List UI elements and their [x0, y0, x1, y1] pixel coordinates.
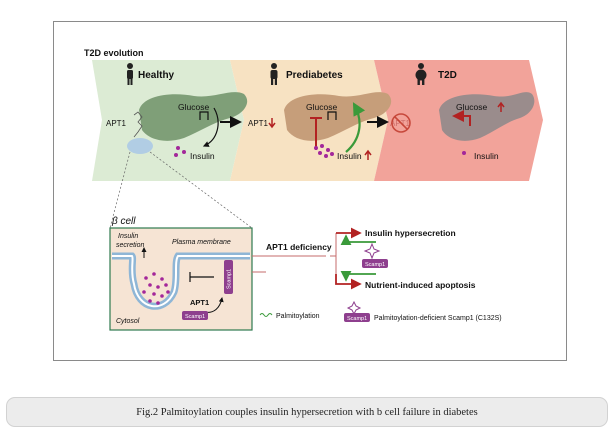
- inhibition-red-icon: [310, 117, 322, 150]
- insulin-granules: [314, 144, 334, 158]
- apoptosis-green-arrow-icon: [340, 271, 376, 282]
- caption-box: Fig.2 Palmitoylation couples insulin hyp…: [6, 397, 608, 427]
- figure-diagram: T2D evolution Healthy Glucose APT1 Insul…: [84, 48, 543, 331]
- apoptosis-red-arrow-icon: [335, 274, 362, 290]
- apt1-label: APT1: [390, 119, 411, 128]
- legend-scamp1-label: Scamp1: [347, 316, 367, 322]
- evolution-title: T2D evolution: [84, 48, 144, 58]
- enhancement-green-arrow-icon: [345, 102, 366, 153]
- branch-bracket: [330, 233, 337, 274]
- legend-palmitoylation: Palmitoylation: [276, 313, 320, 320]
- inhibition-icon: [189, 272, 214, 282]
- legend: Palmitoylation Scamp1 Palmitoylation-def…: [259, 300, 502, 322]
- apt1-label: APT1: [106, 119, 127, 128]
- glucose-label: Glucose: [456, 102, 487, 112]
- glucose-red-arrow-icon: [452, 110, 471, 126]
- hypersecretion-green-arrow-icon: [340, 234, 376, 245]
- scamp1-membrane-icon: [224, 260, 233, 294]
- glucose-label: Glucose: [178, 102, 209, 112]
- up-arrow-icon: [497, 101, 505, 112]
- glucose-label: Glucose: [306, 102, 337, 112]
- insulin-granules: [174, 146, 186, 157]
- stage-t2d: T2D Glucose APT1 Insulin: [390, 63, 535, 161]
- insulin-label: Insulin: [474, 151, 499, 161]
- insulin-secretion-label-1: Insulin: [118, 233, 138, 240]
- glucose-bracket: [327, 111, 337, 120]
- down-arrow-icon: [268, 118, 276, 129]
- insulin-secretion-label-2: secretion: [116, 242, 145, 249]
- beta-cell-origin: [127, 138, 153, 154]
- person-icon: [127, 63, 133, 85]
- scamp1-outcome-icon: [362, 259, 388, 268]
- apoptosis-label: Nutrient-induced apoptosis: [365, 280, 476, 290]
- palmitoylation-wave-icon: [259, 313, 273, 317]
- insulin-granules: [462, 151, 466, 155]
- apt1-label: APT1: [190, 298, 209, 307]
- sparkle-icon: [346, 300, 362, 316]
- stage-label-prediabetes: Prediabetes: [286, 70, 343, 81]
- scamp1-label: Scamp1: [185, 314, 205, 320]
- figure-frame: T2D evolution Healthy Glucose APT1 Insul…: [53, 21, 567, 361]
- stage-healthy: Healthy Glucose APT1 Insulin: [106, 63, 248, 161]
- zoom-line-left: [109, 151, 131, 229]
- scamp1-legend-icon: [344, 313, 370, 322]
- plasma-membrane-label: Plasma membrane: [172, 239, 231, 246]
- sparkle-icon: [363, 242, 381, 260]
- person-icon: [415, 63, 427, 85]
- feedback-loop: [202, 107, 219, 147]
- apt1-deficiency-label: APT1 deficiency: [266, 242, 332, 252]
- pancreas-icon: [139, 92, 248, 141]
- zoom-line-right: [149, 151, 253, 229]
- legend-deficient: Palmitoylation-deficient Scamp1 (C132S): [374, 315, 502, 322]
- up-arrow-icon: [364, 149, 372, 160]
- insulin-label: Insulin: [190, 151, 215, 161]
- scamp1-outcome-label: Scamp1: [365, 262, 385, 268]
- prohibited-icon: [391, 113, 411, 133]
- scamp1-vertical-label: Scamp1: [227, 269, 233, 289]
- cytosol-label: Cytosol: [116, 318, 140, 325]
- hypersecretion-label: Insulin hypersecretion: [365, 228, 456, 238]
- insulin-label: Insulin: [337, 151, 362, 161]
- beta-cell-title: β cell: [111, 216, 136, 227]
- scamp1-cytosol-icon: [182, 311, 208, 320]
- pancreas-icon: [439, 92, 535, 141]
- apt1-label: APT1: [248, 119, 269, 128]
- beta-cell-panel: β cell Insulin secretion Plasma membrane…: [109, 216, 253, 331]
- cell-cluster: [133, 111, 143, 138]
- plasma-membrane-inner: [112, 255, 250, 308]
- glucose-bracket: [199, 111, 209, 120]
- stage-prediabetes: Prediabetes Glucose APT1 Insulin: [248, 63, 392, 161]
- figure-caption: Fig.2 Palmitoylation couples insulin hyp…: [136, 406, 478, 418]
- insulin-granules: [142, 272, 170, 305]
- stage-label-t2d: T2D: [438, 70, 457, 81]
- person-icon: [270, 63, 278, 85]
- stage-label-healthy: Healthy: [138, 70, 175, 81]
